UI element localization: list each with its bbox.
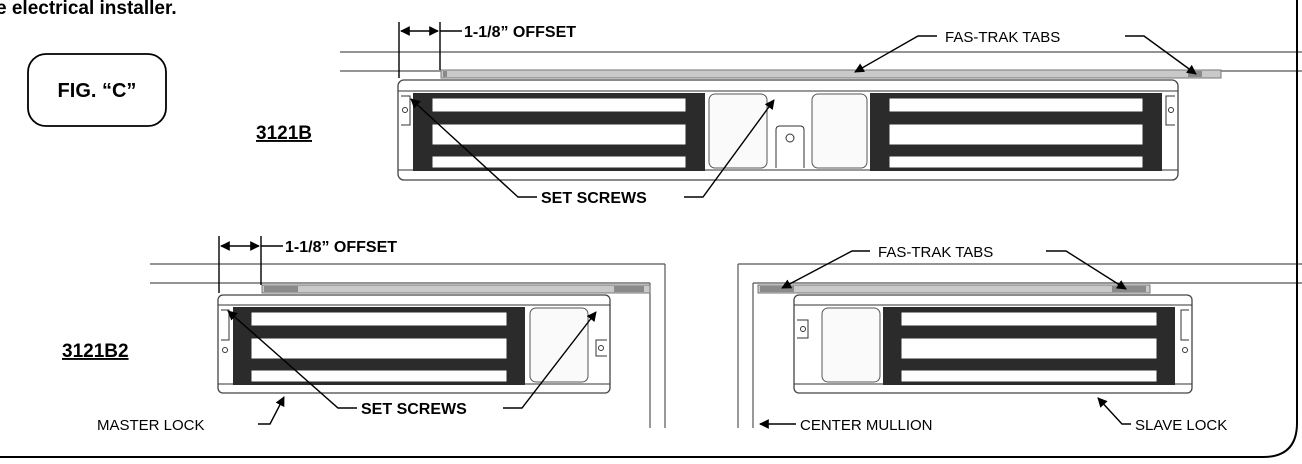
bottom-model-label: 3121B2	[62, 341, 129, 362]
slave-fas-trak	[757, 284, 1151, 294]
top-fas-trak-tab-left	[443, 71, 447, 77]
bottom-fas-trak-tabs-label: FAS-TRAK TABS	[878, 244, 993, 261]
header-text: e electrical installer.	[0, 0, 177, 19]
top-offset-label: 1-1/8” OFFSET	[464, 24, 576, 41]
figure-label: FIG. “C”	[58, 80, 137, 102]
slave-lock-label: SLAVE LOCK	[1135, 417, 1227, 434]
bottom-offset-label: 1-1/8” OFFSET	[285, 239, 397, 256]
bottom-set-screws-label: SET SCREWS	[361, 401, 467, 418]
master-lock-label: MASTER LOCK	[97, 417, 205, 434]
top-model-label: 3121B	[256, 123, 312, 144]
slave-center-box	[821, 307, 881, 383]
top-set-screws-label: SET SCREWS	[541, 190, 647, 207]
top-assembly: 1-1/8” OFFSET FAS-TRAK TABS 3121B SET SC…	[256, 22, 1302, 207]
master-center-box	[529, 307, 589, 383]
figure-label-box	[27, 53, 167, 127]
master-fas-trak	[261, 284, 651, 294]
top-center-box-left	[708, 93, 768, 169]
top-center-box-right	[811, 93, 868, 169]
center-mullion-label: CENTER MULLION	[800, 417, 933, 434]
top-fas-trak	[440, 69, 1222, 79]
bottom-assembly: 1-1/8” OFFSET FAS-TRAK TABS 3121B2 SET S…	[62, 236, 1302, 434]
top-fas-trak-tabs-label: FAS-TRAK TABS	[945, 29, 1060, 46]
